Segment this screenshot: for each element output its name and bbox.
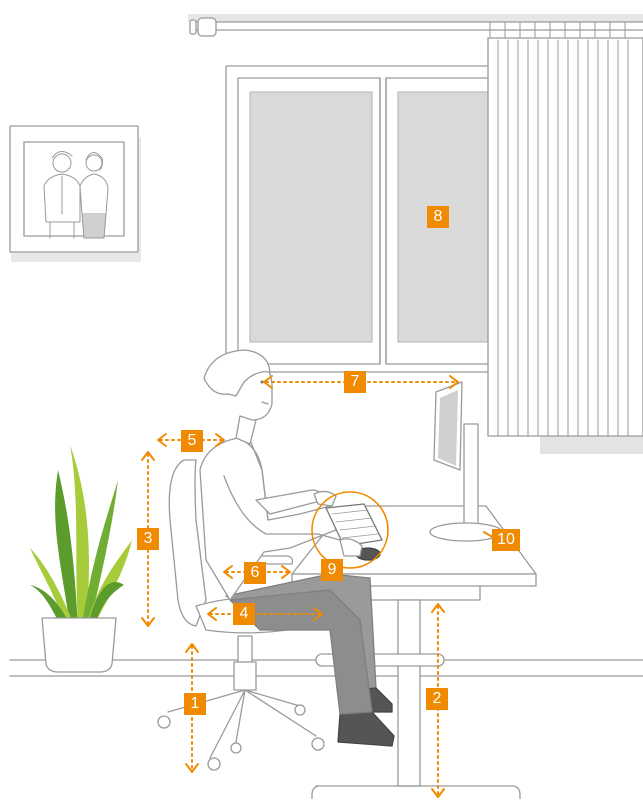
framed-picture-icon <box>10 126 141 262</box>
marker-6-badge: 6 <box>244 562 266 584</box>
marker-10-badge: 10 <box>492 529 520 551</box>
marker-9-badge: 9 <box>321 559 343 581</box>
marker-4-badge: 4 <box>233 603 255 625</box>
marker-2-badge: 2 <box>426 688 448 710</box>
marker-1-badge: 1 <box>184 693 206 715</box>
marker-3-badge: 3 <box>137 528 159 550</box>
curtain-icon <box>488 38 643 454</box>
marker-8-badge: 8 <box>427 206 449 228</box>
curtain-rod-icon <box>188 14 643 40</box>
marker-7-badge: 7 <box>344 371 366 393</box>
plant-icon <box>30 445 132 672</box>
marker-5-badge: 5 <box>181 430 203 452</box>
